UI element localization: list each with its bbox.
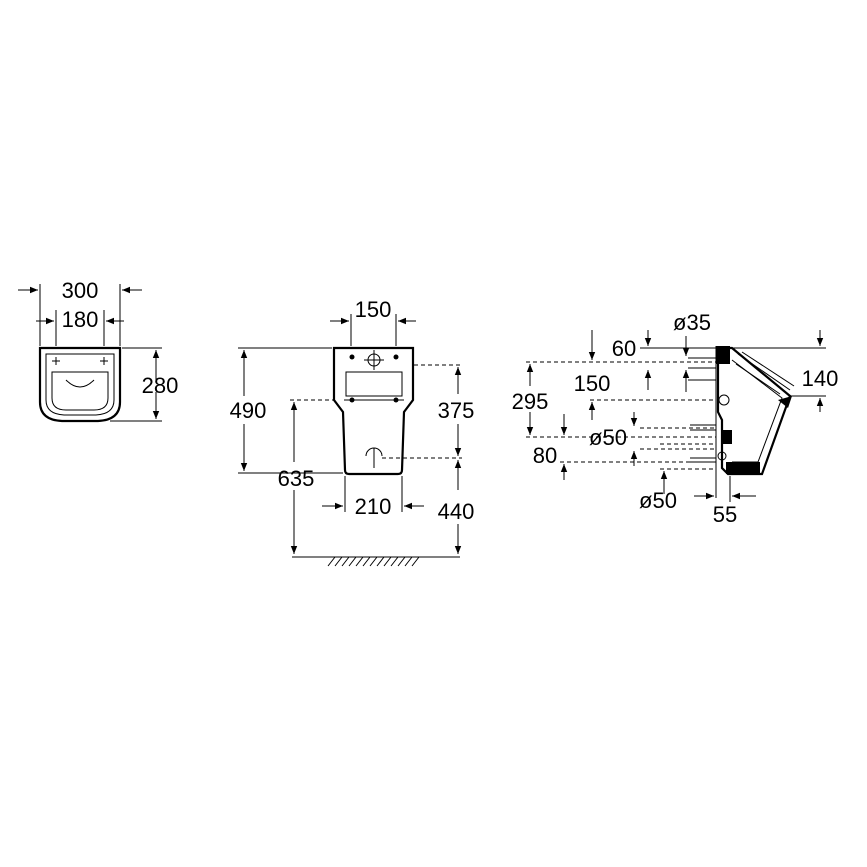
top-view: 300 180 280 xyxy=(18,278,179,423)
side-view-inner xyxy=(731,359,783,463)
base-foot xyxy=(726,462,760,474)
dim-490: 490 xyxy=(230,398,267,423)
dim-180: 180 xyxy=(62,307,99,332)
side-view-outline xyxy=(716,346,792,476)
dim-80: 80 xyxy=(533,443,557,468)
dim-300: 300 xyxy=(62,278,99,303)
dim-60: 60 xyxy=(612,336,636,361)
dim-150-side: 150 xyxy=(574,371,611,396)
front-view-fixing-holes xyxy=(349,350,399,468)
dim-280: 280 xyxy=(142,373,179,398)
dim-55: 55 xyxy=(713,502,737,527)
top-view-bowl xyxy=(51,371,109,411)
outlet-connector-upper xyxy=(722,430,732,444)
top-view-outlet xyxy=(65,379,95,388)
dim-440: 440 xyxy=(438,499,475,524)
front-view-top-inner xyxy=(345,371,403,397)
dim-210: 210 xyxy=(355,494,392,519)
floor-hatch xyxy=(327,556,420,567)
front-view-outline xyxy=(332,346,415,476)
side-view: ø35 60 150 295 80 ø50 ø50 55 140 xyxy=(512,310,839,527)
top-view-inner-rim xyxy=(45,353,115,416)
dim-o50-lower: ø50 xyxy=(639,488,677,513)
dim-140: 140 xyxy=(802,366,839,391)
front-view: 150 490 635 375 440 210 xyxy=(230,297,475,567)
inlet-connector xyxy=(716,346,730,364)
dim-150-front: 150 xyxy=(355,297,392,322)
dim-o50-upper: ø50 xyxy=(589,425,627,450)
dim-o35: ø35 xyxy=(673,310,711,335)
dim-295: 295 xyxy=(512,389,549,414)
dim-375: 375 xyxy=(438,398,475,423)
fixing-hole-marks xyxy=(52,357,108,365)
dim-635: 635 xyxy=(278,466,315,491)
top-view-outline xyxy=(38,346,122,423)
